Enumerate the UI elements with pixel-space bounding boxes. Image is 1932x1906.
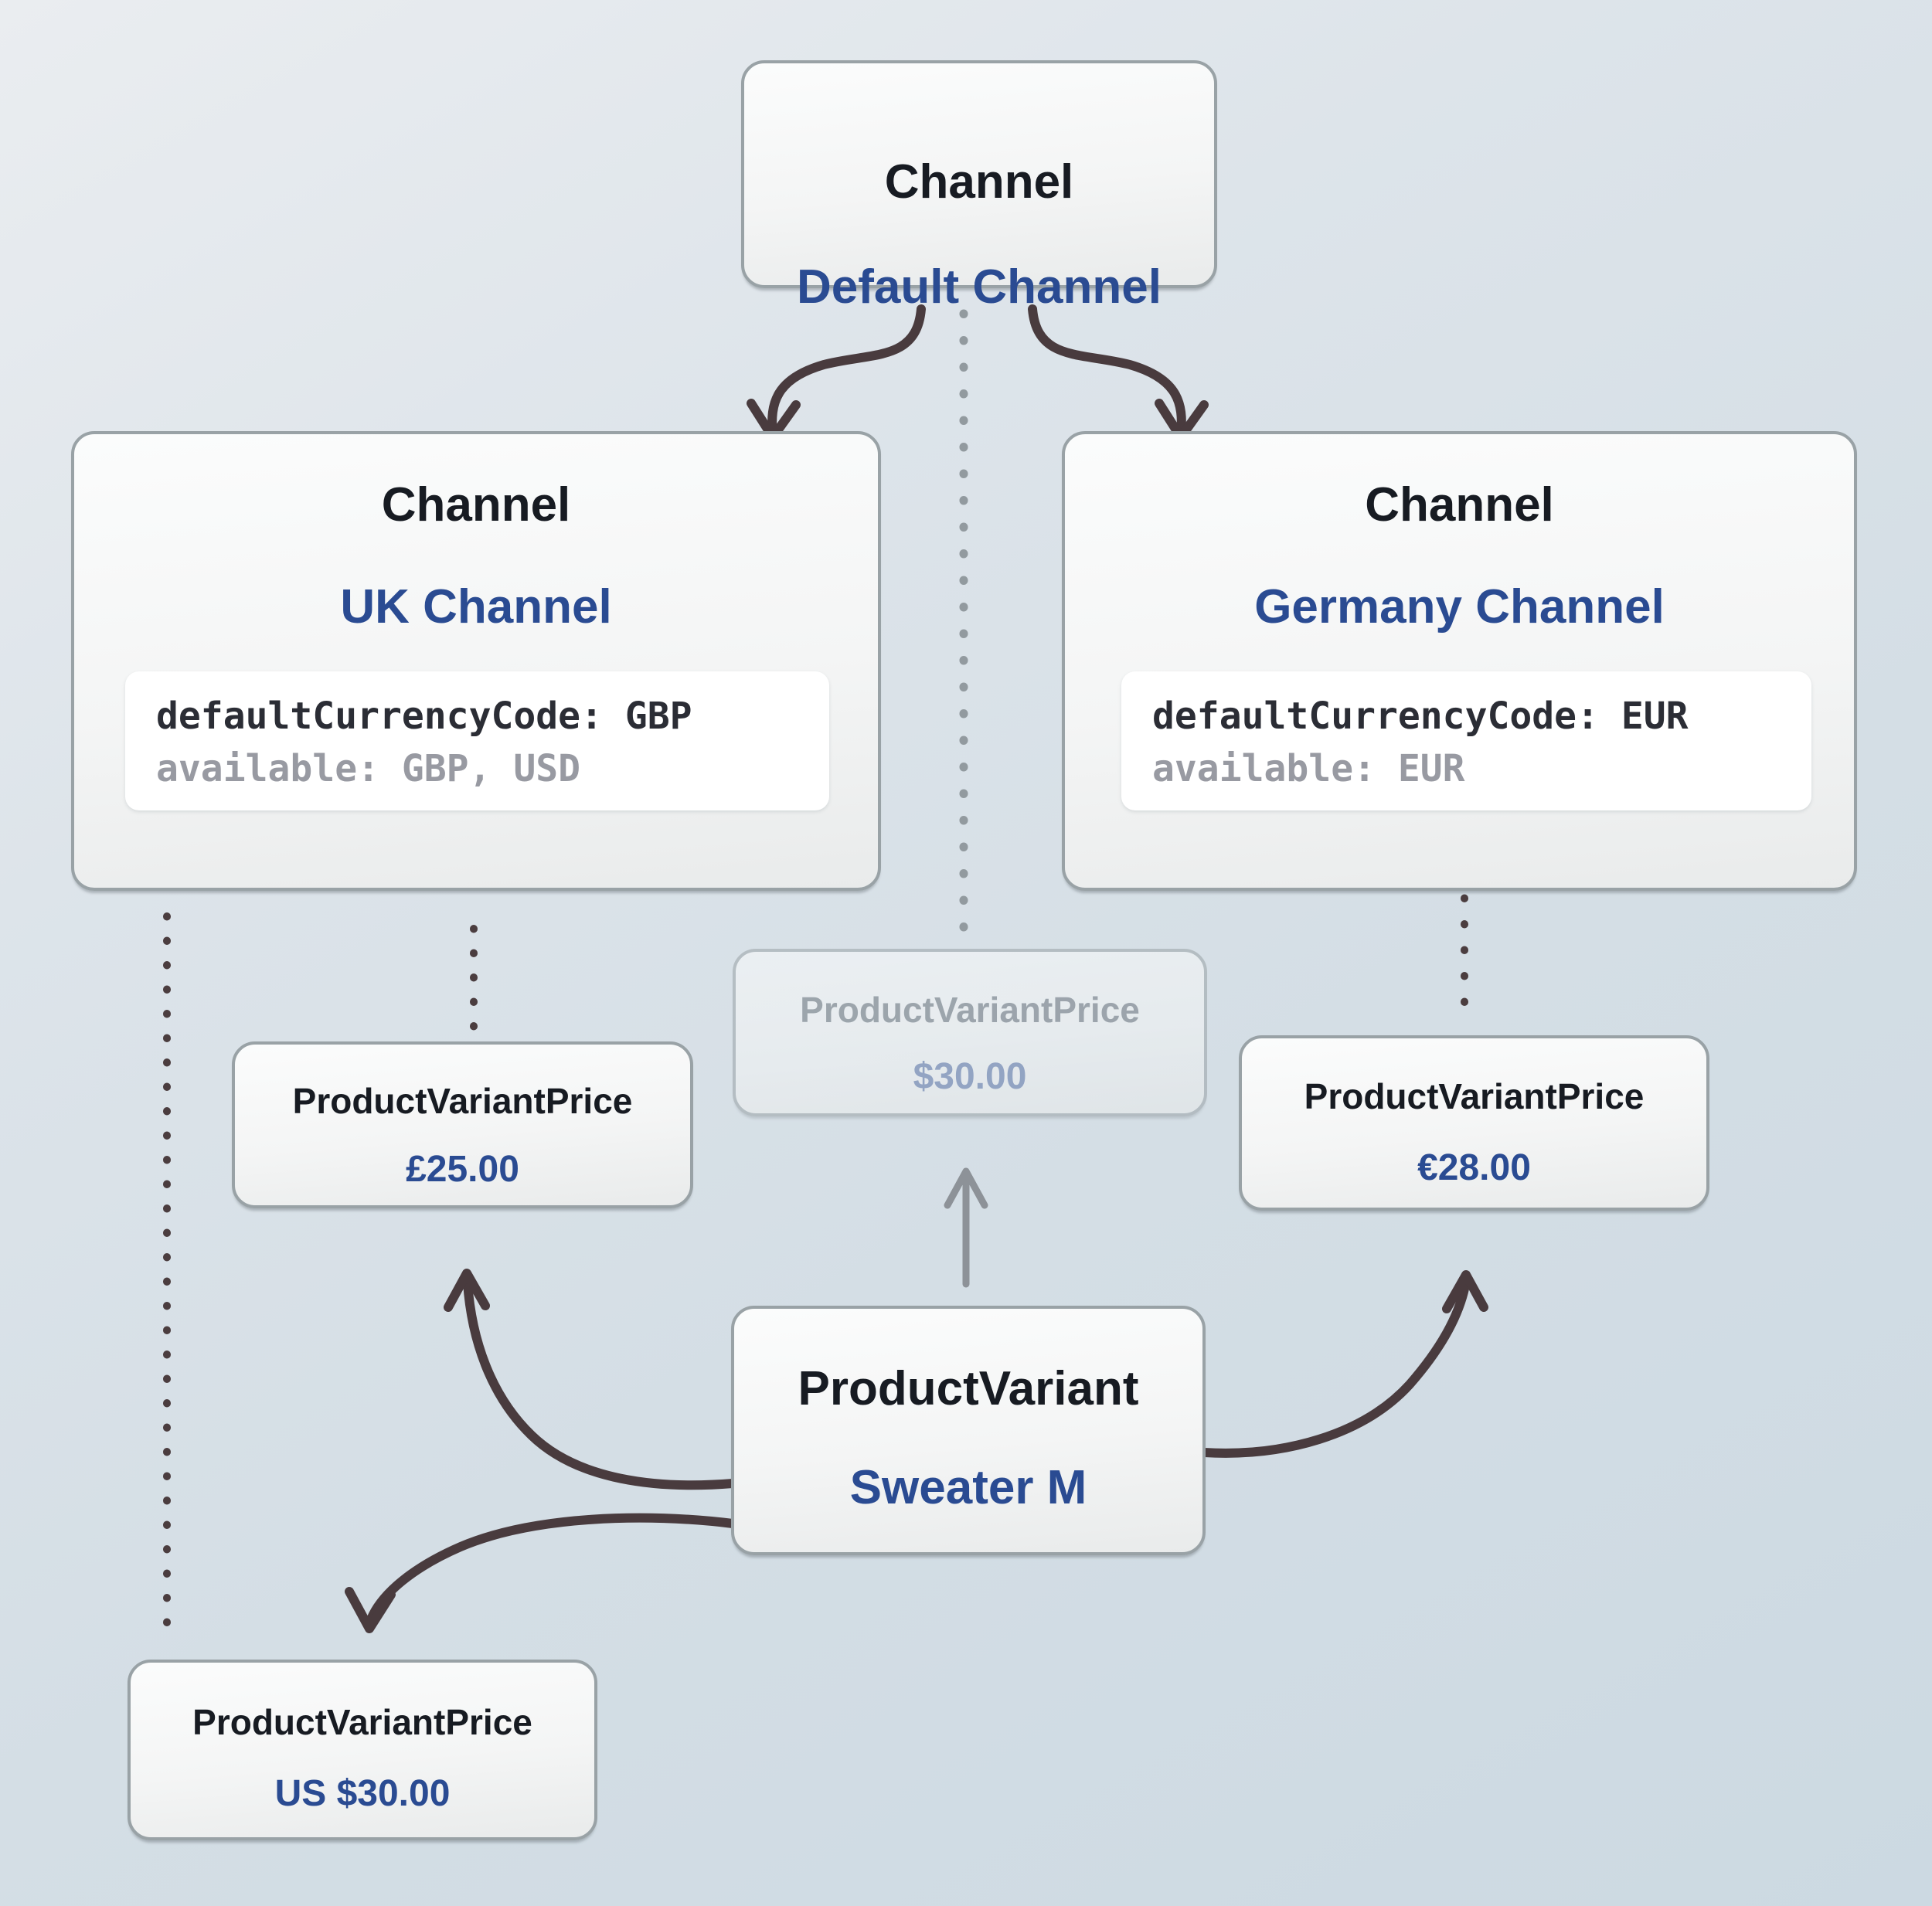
arrowhead-variant-to-default-price xyxy=(944,1167,988,1209)
node-type-label: Channel xyxy=(1365,478,1554,532)
node-us-variant-price: ProductVariantPrice US $30.00 xyxy=(128,1660,597,1840)
available-currencies-line: available: GBP, USD xyxy=(156,747,581,790)
default-currency-line: defaultCurrencyCode: GBP xyxy=(156,695,692,738)
node-instance-name: Default Channel xyxy=(797,260,1162,314)
arrowhead-variant-to-us-price xyxy=(345,1587,396,1633)
arrow-variant-to-uk-price xyxy=(463,1278,737,1490)
price-value: $30.00 xyxy=(913,1056,1027,1097)
node-type-label: ProductVariantPrice xyxy=(800,990,1140,1030)
node-instance-name: UK Channel xyxy=(340,580,612,634)
arrow-variant-to-us-price xyxy=(366,1513,737,1624)
arrow-default-to-uk-channel xyxy=(767,304,926,439)
price-value: €28.00 xyxy=(1417,1147,1531,1188)
available-currencies-line: available: EUR xyxy=(1152,747,1465,790)
node-product-variant: ProductVariant Sweater M xyxy=(731,1306,1206,1555)
arrowhead-variant-to-uk-price xyxy=(444,1269,490,1312)
node-type-label: Channel xyxy=(381,478,571,532)
node-germany-channel: Channel Germany Channel defaultCurrencyC… xyxy=(1062,431,1857,891)
arrow-variant-to-germany-price xyxy=(1199,1276,1471,1458)
node-uk-channel: Channel UK Channel defaultCurrencyCode: … xyxy=(71,431,881,891)
arrow-default-to-germany-channel xyxy=(1028,304,1186,439)
node-type-label: ProductVariantPrice xyxy=(292,1081,633,1121)
currency-code-block: defaultCurrencyCode: GBP available: GBP,… xyxy=(125,671,829,810)
node-type-label: ProductVariant xyxy=(798,1362,1139,1415)
currency-code-block: defaultCurrencyCode: EUR available: EUR xyxy=(1121,671,1811,810)
node-type-label: ProductVariantPrice xyxy=(192,1702,532,1742)
node-type-label: ProductVariantPrice xyxy=(1304,1076,1645,1116)
node-default-variant-price: ProductVariantPrice $30.00 xyxy=(733,949,1207,1116)
node-default-channel: Channel Default Channel xyxy=(741,60,1217,314)
node-uk-variant-price: ProductVariantPrice £25.00 xyxy=(232,1041,693,1208)
price-value: US $30.00 xyxy=(274,1773,451,1814)
node-germany-variant-price: ProductVariantPrice €28.00 xyxy=(1239,1035,1709,1211)
node-instance-name: Germany Channel xyxy=(1254,580,1665,634)
price-value: £25.00 xyxy=(406,1149,519,1190)
node-instance-name: Sweater M xyxy=(849,1461,1087,1514)
node-type-label: Channel xyxy=(884,155,1074,209)
default-currency-line: defaultCurrencyCode: EUR xyxy=(1152,695,1689,738)
arrowhead-variant-to-germany-price xyxy=(1442,1270,1488,1313)
